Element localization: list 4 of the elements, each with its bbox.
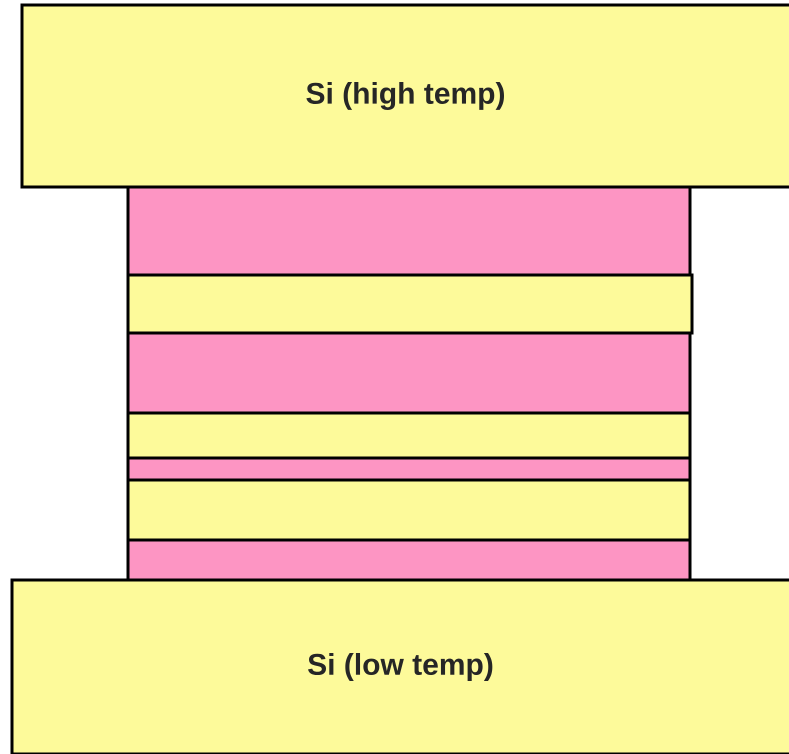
silicon-slab: Si (low temp) xyxy=(10,578,789,754)
layer-band xyxy=(126,274,694,334)
silicon-slab: Si (high temp) xyxy=(20,3,789,188)
layer-band xyxy=(126,186,692,276)
